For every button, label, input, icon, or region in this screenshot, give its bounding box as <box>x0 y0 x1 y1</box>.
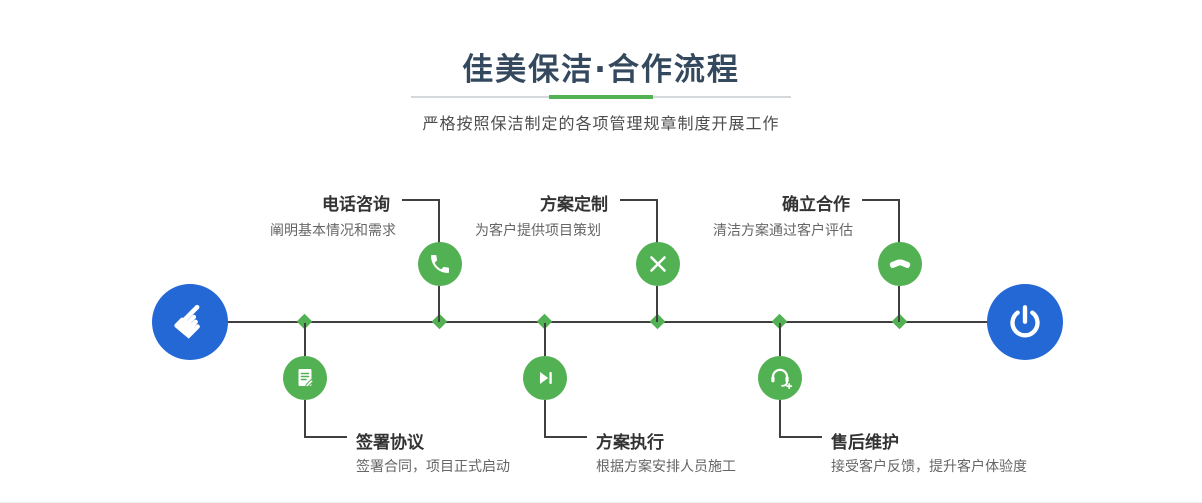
phone-icon <box>431 255 449 273</box>
step-node-contract <box>283 356 327 400</box>
step-desc: 根据方案安排人员施工 <box>596 459 736 475</box>
execute-icon <box>539 372 552 384</box>
connector <box>656 200 658 243</box>
step-desc: 接受客户反馈，提升客户体验度 <box>831 459 1027 475</box>
connector <box>780 436 822 438</box>
connector <box>544 400 546 438</box>
pointing-hand-icon: ☛ <box>160 289 225 354</box>
step-node-phone <box>418 242 462 286</box>
step-desc: 阐明基本情况和需求 <box>270 223 396 239</box>
connector <box>779 400 781 438</box>
connector <box>620 199 658 201</box>
step-title: 确立合作 <box>782 195 850 215</box>
timeline-line <box>190 321 1025 323</box>
connector <box>438 200 440 243</box>
timeline-end-node <box>987 284 1063 360</box>
power-icon <box>1010 305 1040 338</box>
page-title: 佳美保洁·合作流程 <box>462 52 740 88</box>
connector <box>545 436 587 438</box>
connector <box>544 323 546 356</box>
connector <box>304 400 306 438</box>
design-icon <box>650 256 666 272</box>
contract-icon <box>298 369 315 388</box>
connector <box>438 286 440 322</box>
connector <box>402 199 440 201</box>
title-divider <box>411 95 791 99</box>
step-title: 售后维护 <box>831 433 899 453</box>
step-title: 签署协议 <box>356 433 424 453</box>
connector <box>862 199 900 201</box>
handshake-icon <box>889 259 911 269</box>
connector <box>304 323 306 356</box>
step-node-service <box>758 356 802 400</box>
step-node-execute <box>523 356 567 400</box>
page-subtitle: 严格按照保洁制定的各项管理规章制度开展工作 <box>422 114 780 133</box>
step-desc: 清洁方案通过客户评估 <box>713 223 853 239</box>
connector <box>305 436 347 438</box>
connector <box>656 286 658 322</box>
connector <box>779 323 781 356</box>
step-title: 方案执行 <box>596 433 664 453</box>
step-desc: 为客户提供项目策划 <box>475 223 601 239</box>
step-title: 电话咨询 <box>322 195 390 215</box>
headset-icon <box>771 368 793 390</box>
step-desc: 签署合同，项目正式启动 <box>356 459 510 475</box>
step-title: 方案定制 <box>540 195 608 215</box>
step-node-handshake <box>878 242 922 286</box>
timeline-start-node: ☛ <box>152 284 228 360</box>
connector <box>898 200 900 243</box>
step-node-design <box>636 242 680 286</box>
title-divider-accent <box>549 95 653 99</box>
connector <box>898 286 900 322</box>
